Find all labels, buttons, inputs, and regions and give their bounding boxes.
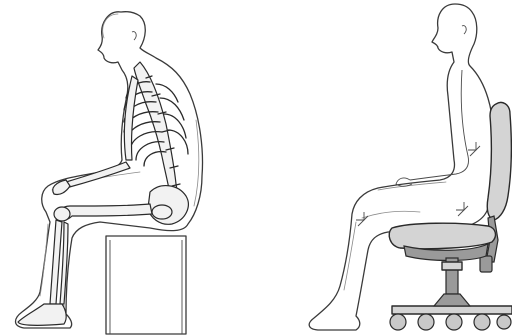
seated-person-outline (309, 4, 494, 330)
knee-cap (54, 207, 70, 221)
chair-backrest (487, 102, 511, 220)
chair-wheel (446, 314, 462, 330)
pelvis (148, 186, 188, 225)
chair-wheel (497, 315, 511, 329)
chair-wheel (390, 314, 406, 330)
stool (106, 236, 186, 334)
chair-base (392, 306, 512, 314)
ergonomic-posture-figure (309, 4, 512, 330)
skeleton-posture-figure (16, 12, 203, 334)
chair-wheel (418, 314, 434, 330)
chair-seat (389, 223, 495, 249)
chair-wheel (474, 314, 490, 330)
chair-wheels (390, 314, 511, 330)
